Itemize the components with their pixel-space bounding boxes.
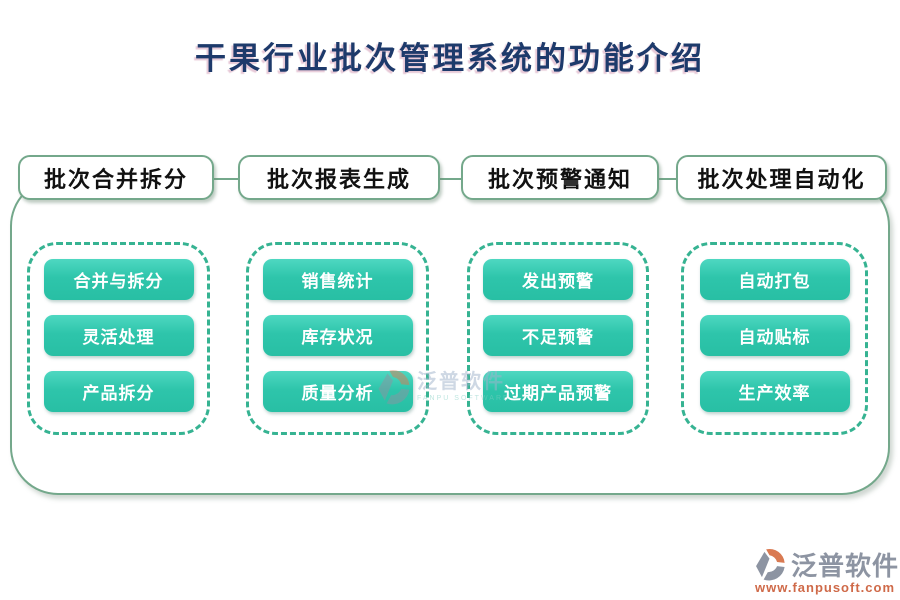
footer-brand-name: 泛普软件 xyxy=(791,552,900,581)
feature-sales-statistics: 销售统计 xyxy=(262,259,413,300)
header-batch-merge-split: 批次合并拆分 xyxy=(18,155,214,200)
feature-flexible-handling: 灵活处理 xyxy=(43,315,194,356)
group-batch-merge-split: 合并与拆分 灵活处理 产品拆分 xyxy=(27,242,210,435)
feature-merge-and-split: 合并与拆分 xyxy=(43,259,194,300)
header-batch-automation: 批次处理自动化 xyxy=(676,155,887,200)
feature-auto-labeling: 自动贴标 xyxy=(699,315,850,356)
feature-expired-product-alert: 过期产品预警 xyxy=(483,371,633,412)
feature-dispatch-alert: 发出预警 xyxy=(483,259,633,300)
page-title: 干果行业批次管理系统的功能介绍 xyxy=(195,41,705,76)
feature-quality-analysis: 质量分析 xyxy=(262,371,413,412)
feature-shortage-alert: 不足预警 xyxy=(483,315,633,356)
footer-brand: 泛普软件 www.fanpusoft.com xyxy=(751,546,899,595)
header-batch-report: 批次报表生成 xyxy=(238,155,440,200)
group-batch-alert: 发出预警 不足预警 过期产品预警 xyxy=(467,242,649,435)
footer-brand-url: www.fanpusoft.com xyxy=(754,580,896,595)
header-batch-alert: 批次预警通知 xyxy=(461,155,659,200)
fanpu-logo-icon xyxy=(756,548,785,581)
feature-auto-packing: 自动打包 xyxy=(699,259,850,300)
feature-inventory-status: 库存状况 xyxy=(262,315,413,356)
group-batch-report: 销售统计 库存状况 质量分析 xyxy=(246,242,429,435)
feature-product-split: 产品拆分 xyxy=(43,371,194,412)
group-batch-automation: 自动打包 自动贴标 生产效率 xyxy=(681,242,868,435)
feature-production-efficiency: 生产效率 xyxy=(699,371,850,412)
